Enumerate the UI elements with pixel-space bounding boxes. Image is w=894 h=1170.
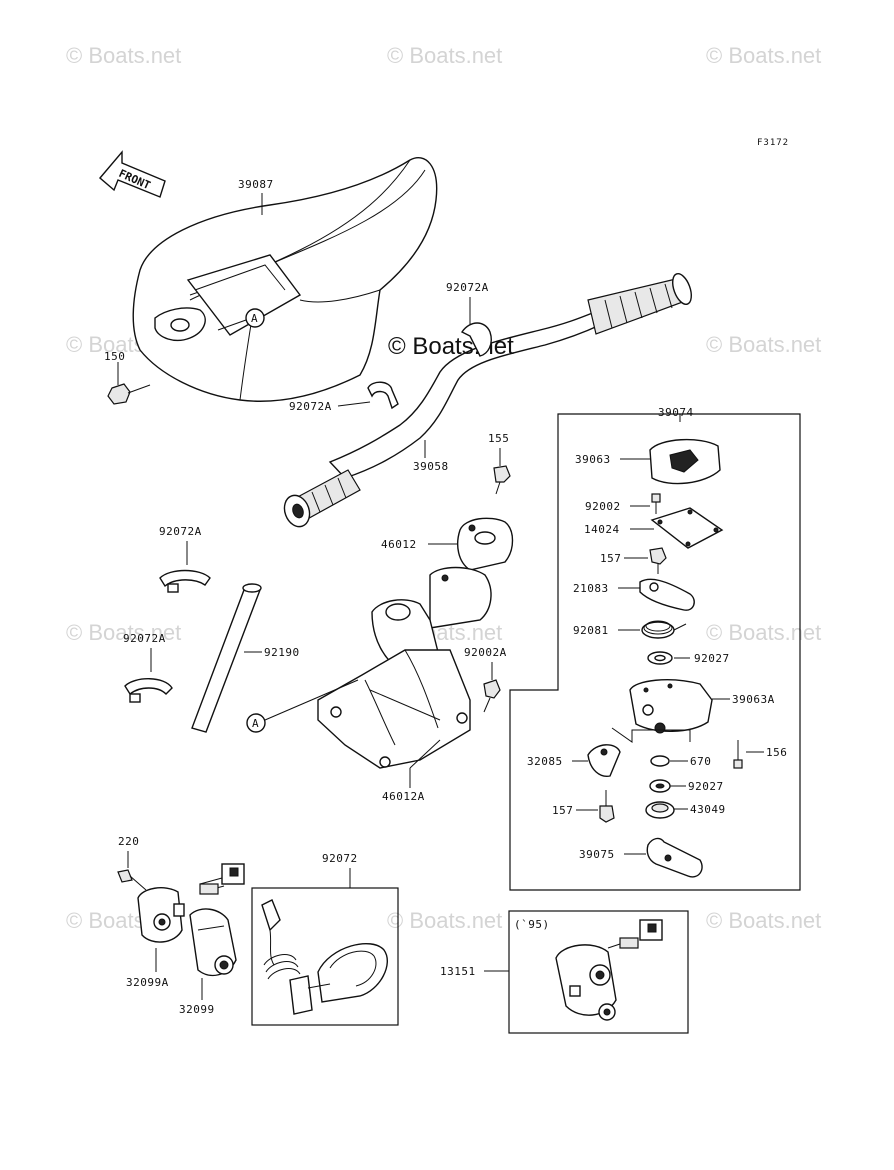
screw-92002-icon (651, 493, 661, 514)
part-label-92072A-mid: 92072A (289, 400, 332, 413)
clamp-92072A-icon (124, 678, 173, 703)
part-label-92072A-left2: 92072A (123, 632, 166, 645)
switch-13151 (555, 944, 617, 1021)
part-label-92072A-left1: 92072A (159, 525, 202, 538)
ref-mark-circle (245, 308, 265, 328)
watermark: © Boats.net (387, 908, 502, 933)
steering-holder (317, 566, 492, 769)
ref-mark-label: A (251, 312, 258, 325)
washer-92027-icon (647, 651, 673, 665)
part-label-32085: 32085 (527, 755, 563, 768)
screw-156-icon (733, 740, 743, 769)
lever-39075 (646, 837, 703, 878)
part-label-13151: 13151 (440, 965, 476, 978)
washer-92027-icon (649, 779, 671, 793)
front-arrow-icon: FRONT (99, 150, 166, 198)
part-label-46012: 46012 (381, 538, 417, 551)
bolt-157-icon (649, 547, 667, 574)
tube-92190 (191, 583, 262, 733)
part-label-92072A-top: 92072A (446, 281, 489, 294)
part-label-39063A: 39063A (732, 693, 775, 706)
part-label-14024: 14024 (584, 523, 620, 536)
part-label-32099: 32099 (179, 1003, 215, 1016)
part-label-150: 150 (104, 350, 125, 363)
part-label-670: 670 (690, 755, 711, 768)
part-label-92081: 92081 (573, 624, 609, 637)
watermark: © Boats.net (66, 620, 181, 645)
bolt-150-icon (107, 383, 151, 405)
part-label-157-bottom: 157 (552, 804, 573, 817)
plate-14024 (650, 507, 724, 549)
part-label-156: 156 (766, 746, 787, 759)
clamp-92072A-icon (460, 322, 492, 357)
clamp-92072 (261, 899, 389, 1015)
ref-mark-label: A (252, 717, 259, 730)
watermark: © Boats.net (387, 43, 502, 68)
connector-icon (607, 919, 663, 949)
part-label-157-top: 157 (600, 552, 621, 565)
part-label-39058: 39058 (413, 460, 449, 473)
switch-housing-39063A (629, 679, 713, 734)
watermark: © Boats.net (706, 620, 821, 645)
watermark: © Boats.net (706, 332, 821, 357)
lever-21083 (639, 578, 695, 611)
part-label-92002A: 92002A (464, 646, 507, 659)
trigger-32085 (587, 744, 621, 777)
part-label-39063: 39063 (575, 453, 611, 466)
screw-220-icon (117, 869, 147, 891)
part-label-39087: 39087 (238, 178, 274, 191)
part-label-43049: 43049 (690, 803, 726, 816)
switch-32099 (189, 908, 237, 977)
seal-43049-icon (645, 801, 675, 819)
part-label-92002: 92002 (585, 500, 621, 513)
note-95: (`95) (514, 918, 550, 931)
watermark: © Boats.net (706, 43, 821, 68)
part-label-92027-top: 92027 (694, 652, 730, 665)
handlebar-clamp (457, 517, 514, 571)
assembly-box-13151 (508, 910, 689, 1034)
bolt-92002A-icon (483, 679, 501, 713)
part-label-92190: 92190 (264, 646, 300, 659)
handlebar (283, 273, 692, 528)
part-label-155: 155 (488, 432, 509, 445)
switch-32099A (137, 887, 185, 943)
assembly-box-92072 (251, 887, 399, 1026)
part-label-32099A: 32099A (126, 976, 169, 989)
watermark-center: © Boats.net (388, 333, 514, 360)
watermark: © Boats.net (706, 908, 821, 933)
handlebar-cover (132, 157, 438, 402)
clamp-92072A-icon (159, 569, 211, 593)
part-label-21083: 21083 (573, 582, 609, 595)
spring-92081-icon (641, 620, 687, 639)
bolt-157-icon (599, 790, 615, 823)
oring-670-icon (650, 755, 670, 767)
ref-mark-circle (246, 713, 266, 733)
clamp-92072A-icon (367, 381, 399, 410)
watermark: © Boats.net (66, 43, 181, 68)
bolt-155-icon (493, 465, 511, 495)
connector-icon (199, 863, 245, 895)
switch-cover-39063 (649, 438, 721, 485)
part-label-39075: 39075 (579, 848, 615, 861)
part-label-39074: 39074 (658, 406, 694, 419)
part-label-92072: 92072 (322, 852, 358, 865)
part-label-220: 220 (118, 835, 139, 848)
part-label-46012A: 46012A (382, 790, 425, 803)
figure-code: F3172 (757, 138, 789, 148)
part-label-92027-bottom: 92027 (688, 780, 724, 793)
